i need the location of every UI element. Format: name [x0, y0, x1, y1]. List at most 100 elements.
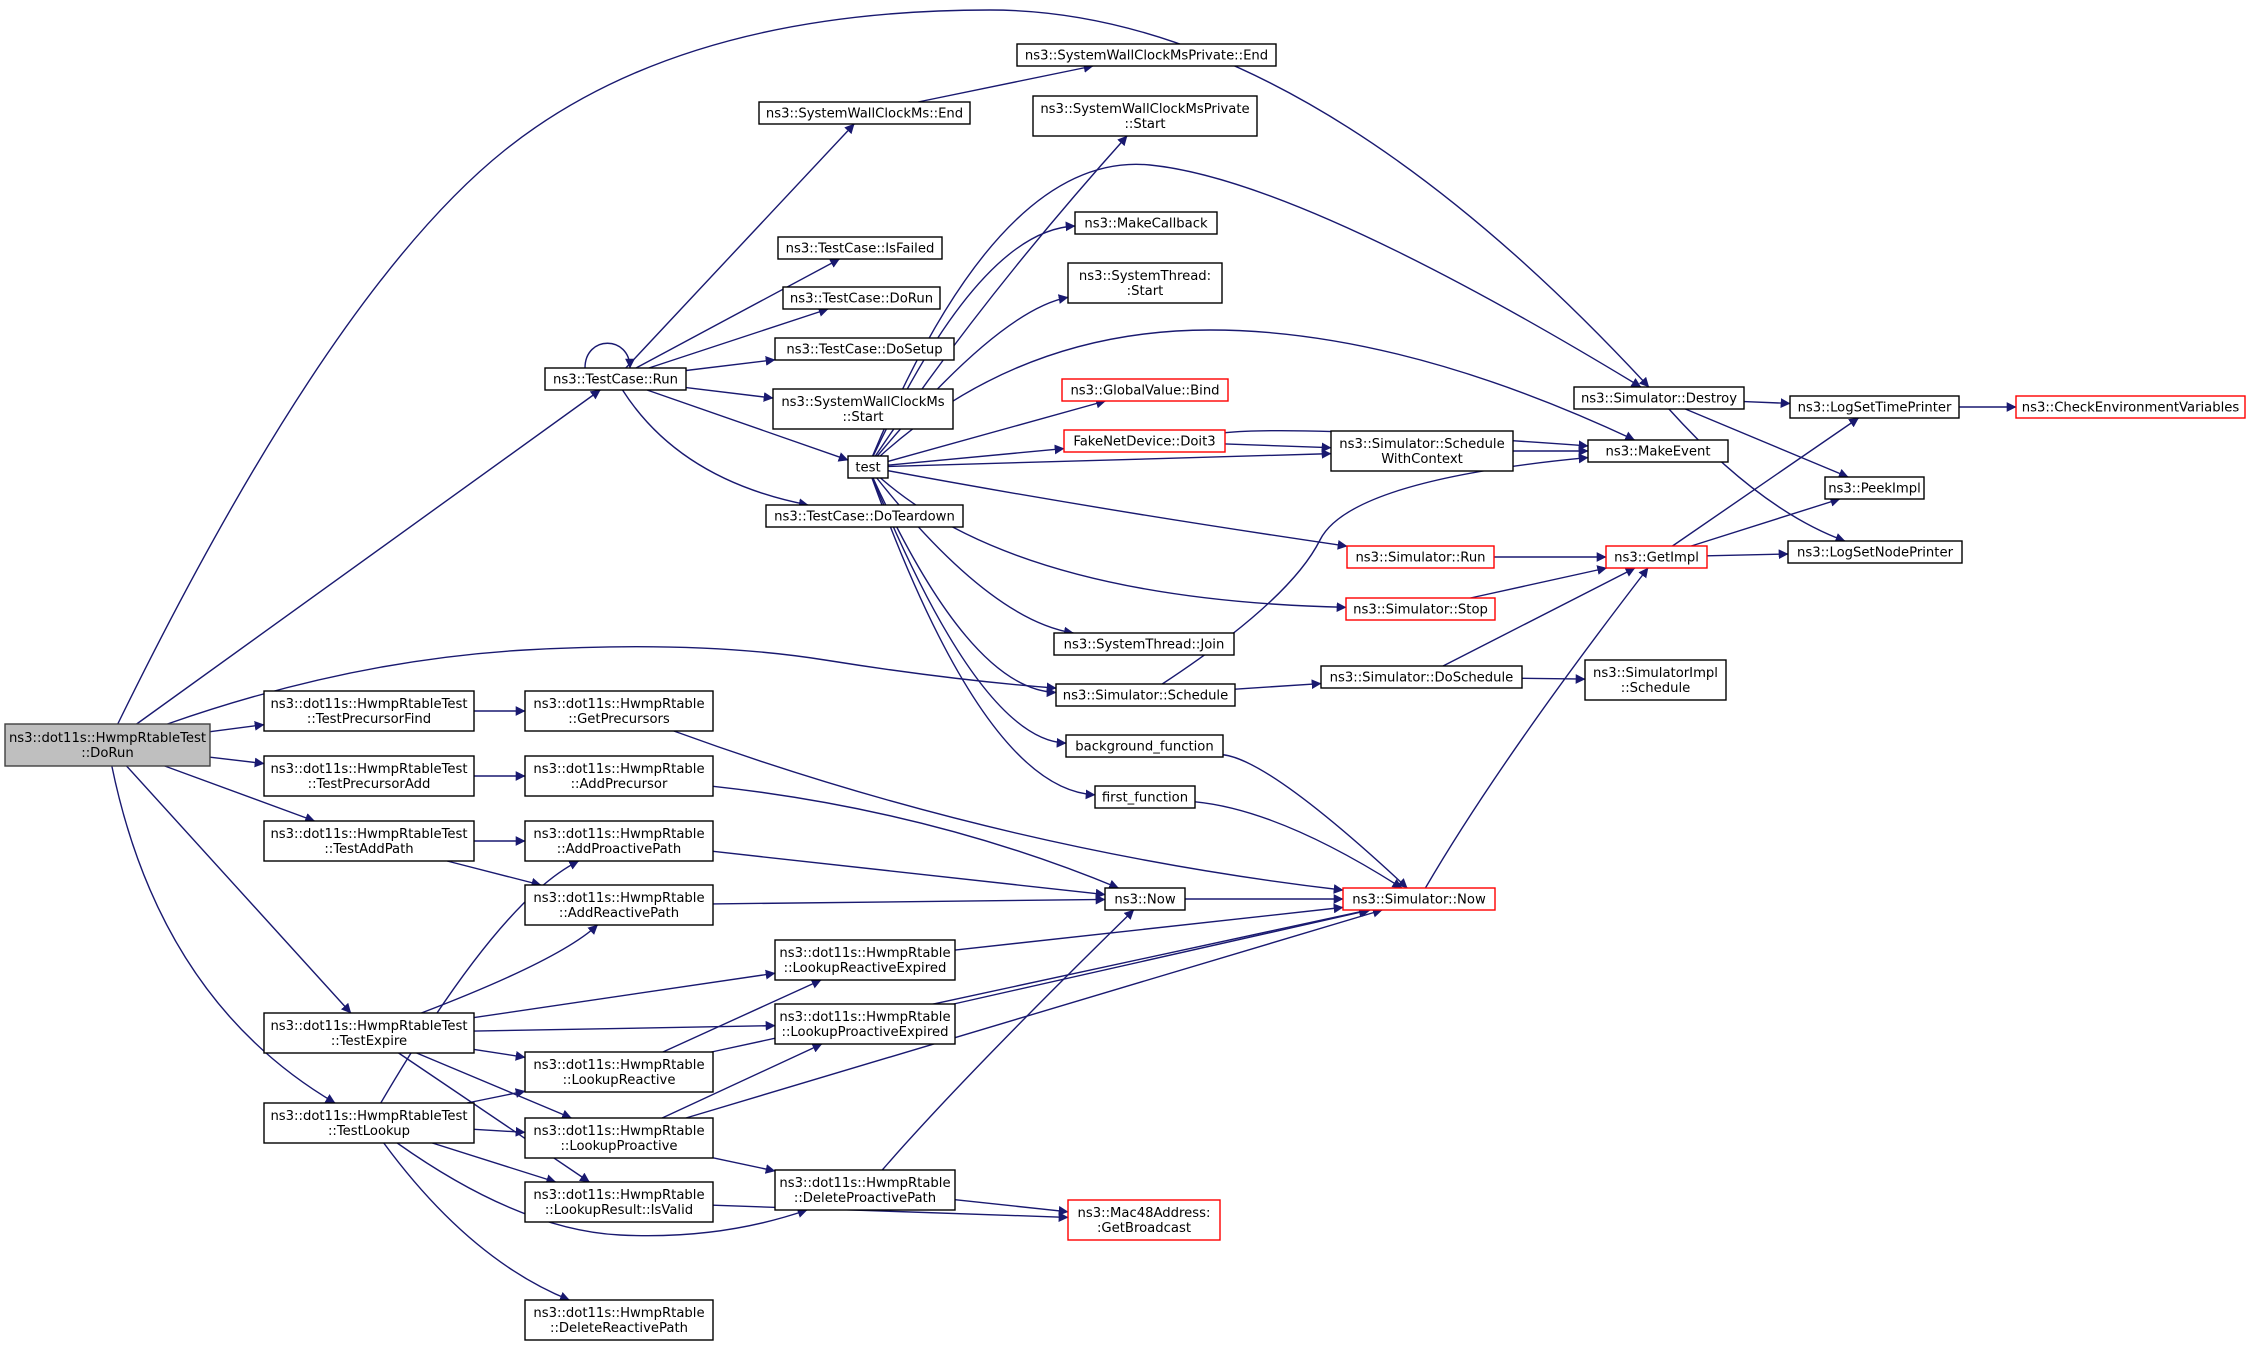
function-node-dorun[interactable]: ns3::dot11s::HwmpRtableTest::DoRun: [4, 723, 211, 767]
function-node-makecallback[interactable]: ns3::MakeCallback: [1074, 211, 1218, 235]
function-node-dosched[interactable]: ns3::Simulator::DoSchedule: [1320, 665, 1523, 689]
node-label: ns3::TestCase::DoSetup: [786, 343, 942, 358]
function-node-destroy[interactable]: ns3::Simulator::Destroy: [1573, 386, 1745, 410]
node-box: [4, 723, 211, 767]
node-label: ::AddPrecursor: [571, 777, 668, 792]
node-box: [1573, 386, 1745, 410]
call-edge-lp-to-lpe: [661, 1043, 823, 1119]
call-edge-dorun-to-tlook: [111, 765, 336, 1104]
function-node-swcend[interactable]: ns3::SystemWallClockMs::End: [758, 101, 971, 125]
node-label: ns3::MakeCallback: [1084, 217, 1208, 232]
function-node-getbcast[interactable]: ns3::Mac48Address::GetBroadcast: [1067, 1199, 1221, 1241]
function-node-doteardown[interactable]: ns3::TestCase::DoTeardown: [765, 504, 964, 528]
call-edge-lr-to-lre: [662, 979, 822, 1053]
function-node-simimplsched[interactable]: ns3::SimulatorImpl::Schedule: [1584, 659, 1727, 701]
function-node-isfailed[interactable]: ns3::TestCase::IsFailed: [777, 236, 943, 260]
node-label: ns3::Simulator::Schedule: [1339, 437, 1504, 452]
node-box: [524, 1117, 714, 1159]
function-node-addprec[interactable]: ns3::dot11s::HwmpRtable::AddPrecursor: [524, 755, 714, 797]
node-box: [524, 1051, 714, 1093]
call-edge-texp-to-lpe: [473, 1020, 776, 1032]
function-node-addpro[interactable]: ns3::dot11s::HwmpRtable::AddProactivePat…: [524, 820, 714, 862]
function-node-simnow[interactable]: ns3::Simulator::Now: [1342, 887, 1496, 911]
call-edge-destroy-to-peekimpl: [1685, 408, 1849, 478]
node-label: ::Schedule: [1621, 681, 1691, 696]
node-label: ::TestPrecursorFind: [307, 712, 431, 727]
function-node-getprec[interactable]: ns3::dot11s::HwmpRtable::GetPrecursors: [524, 690, 714, 732]
function-node-swcpstart[interactable]: ns3::SystemWallClockMsPrivate::Start: [1032, 95, 1258, 137]
function-node-lr[interactable]: ns3::dot11s::HwmpRtable::LookupReactive: [524, 1051, 714, 1093]
function-node-tpf[interactable]: ns3::dot11s::HwmpRtableTest::TestPrecurs…: [263, 690, 475, 732]
function-node-lp[interactable]: ns3::dot11s::HwmpRtable::LookupProactive: [524, 1117, 714, 1159]
function-node-isvalid[interactable]: ns3::dot11s::HwmpRtable::LookupResult::I…: [524, 1181, 714, 1223]
function-node-checkenv[interactable]: ns3::CheckEnvironmentVariables: [2015, 395, 2246, 419]
function-node-swcstart[interactable]: ns3::SystemWallClockMs::Start: [772, 388, 954, 430]
node-box: [263, 1102, 475, 1144]
function-node-gvbind[interactable]: ns3::GlobalValue::Bind: [1061, 378, 1229, 402]
function-node-bgfunc[interactable]: background_function: [1065, 734, 1224, 758]
function-node-simsched[interactable]: ns3::Simulator::Schedule: [1055, 683, 1236, 707]
node-label: ::TestExpire: [331, 1034, 407, 1049]
node-box: [772, 388, 954, 430]
node-label: ns3::dot11s::HwmpRtableTest: [270, 762, 467, 777]
call-edge-test-to-gvbind: [887, 398, 1106, 463]
function-node-simstop[interactable]: ns3::Simulator::Stop: [1345, 597, 1496, 621]
function-node-lpe[interactable]: ns3::dot11s::HwmpRtable::LookupProactive…: [774, 1003, 956, 1045]
node-label: ::Start: [1124, 117, 1165, 132]
function-node-tlook[interactable]: ns3::dot11s::HwmpRtableTest::TestLookup: [263, 1102, 475, 1144]
function-node-tpa[interactable]: ns3::dot11s::HwmpRtableTest::TestPrecurs…: [263, 755, 475, 797]
function-node-doit3[interactable]: FakeNetDevice::Doit3: [1063, 429, 1226, 453]
function-node-test[interactable]: test: [847, 455, 889, 479]
node-box: [544, 367, 687, 391]
call-edge-dorun-to-tcrun: [136, 389, 601, 725]
function-node-dpp[interactable]: ns3::dot11s::HwmpRtable::DeleteProactive…: [774, 1169, 956, 1211]
call-edge-test-to-makeevent: [879, 329, 1635, 457]
call-edge-tcrun-to-isfailed: [635, 258, 840, 369]
function-node-logsettime[interactable]: ns3::LogSetTimePrinter: [1789, 395, 1960, 419]
call-edge-texp-to-lre: [473, 969, 776, 1019]
function-node-logsetnode[interactable]: ns3::LogSetNodePrinter: [1787, 540, 1963, 564]
node-label: ns3::dot11s::HwmpRtable: [779, 1010, 950, 1025]
function-node-tcdorun[interactable]: ns3::TestCase::DoRun: [782, 286, 941, 310]
node-label: ns3::Now: [1114, 893, 1175, 908]
function-node-drp[interactable]: ns3::dot11s::HwmpRtable::DeleteReactiveP…: [524, 1299, 714, 1341]
function-node-firstfunc[interactable]: first_function: [1094, 785, 1196, 809]
node-box: [765, 504, 964, 528]
node-box: [1587, 439, 1729, 463]
function-node-simrun[interactable]: ns3::Simulator::Run: [1346, 545, 1495, 569]
function-node-lre[interactable]: ns3::dot11s::HwmpRtable::LookupReactiveE…: [774, 939, 956, 981]
function-node-getimpl[interactable]: ns3::GetImpl: [1605, 545, 1708, 569]
call-edge-simstop-to-getimpl: [1470, 565, 1608, 599]
function-node-swcpend[interactable]: ns3::SystemWallClockMsPrivate::End: [1016, 43, 1277, 67]
node-box: [1605, 545, 1708, 569]
function-node-tcrun[interactable]: ns3::TestCase::Run: [544, 367, 687, 391]
node-label: ns3::GlobalValue::Bind: [1070, 384, 1219, 399]
node-box: [1346, 545, 1495, 569]
function-node-stjoin[interactable]: ns3::SystemThread::Join: [1053, 632, 1235, 656]
function-node-addrea[interactable]: ns3::dot11s::HwmpRtable::AddReactivePath: [524, 884, 714, 926]
node-label: ::TestPrecursorAdd: [308, 777, 431, 792]
node-label: ns3::Mac48Address:: [1078, 1206, 1211, 1221]
node-label: ns3::Simulator::Stop: [1353, 603, 1488, 618]
call-edge-test-to-bgfunc: [871, 477, 1067, 748]
function-node-peekimpl[interactable]: ns3::PeekImpl: [1824, 476, 1925, 500]
function-node-texp[interactable]: ns3::dot11s::HwmpRtableTest::TestExpire: [263, 1012, 475, 1054]
node-label: ns3::dot11s::HwmpRtable: [533, 1124, 704, 1139]
node-box: [1787, 540, 1963, 564]
node-box: [1063, 429, 1226, 453]
node-box: [1074, 211, 1218, 235]
call-edge-tcrun-to-tcrun: [584, 342, 635, 369]
node-label: ns3::dot11s::HwmpRtableTest: [9, 731, 206, 746]
node-box: [1342, 887, 1496, 911]
function-node-stStart[interactable]: ns3::SystemThread::Start: [1067, 262, 1223, 304]
function-node-tap[interactable]: ns3::dot11s::HwmpRtableTest::TestAddPath: [263, 820, 475, 862]
function-node-now[interactable]: ns3::Now: [1104, 887, 1186, 911]
node-box: [1104, 887, 1186, 911]
node-label: ::LookupResult::IsValid: [545, 1203, 693, 1218]
call-edge-dorun-to-texp: [126, 765, 352, 1014]
node-label: ns3::dot11s::HwmpRtable: [533, 1188, 704, 1203]
function-node-makeevent[interactable]: ns3::MakeEvent: [1587, 439, 1729, 463]
function-node-dosetup[interactable]: ns3::TestCase::DoSetup: [774, 337, 955, 361]
call-edge-lp-to-dpp: [712, 1157, 776, 1174]
